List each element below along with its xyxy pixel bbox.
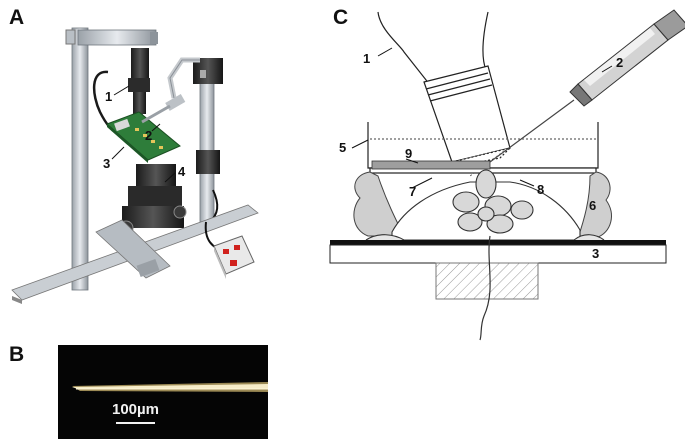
- horizontal-arm: [77, 29, 158, 46]
- panel-a-letter: A: [9, 6, 25, 29]
- panel-c-callout-9: 9: [405, 146, 413, 161]
- panel-c-callout-5: 5: [339, 140, 347, 155]
- panel-c-callout-3: 3: [592, 246, 600, 261]
- circuit-board: [106, 111, 181, 163]
- panel-c-callout-1: 1: [363, 51, 371, 66]
- base-rails: [11, 204, 259, 304]
- panel-c-callout-7: 7: [409, 184, 417, 199]
- xyz-stage: [118, 164, 187, 236]
- vertical-post: [65, 27, 89, 291]
- objective-lens: [377, 11, 512, 167]
- support-right: [577, 171, 612, 239]
- scale-bar-label: 100µm: [112, 401, 160, 418]
- panel-a-photo: [11, 27, 259, 304]
- support-left: [353, 171, 405, 237]
- controller-red-button: [223, 249, 229, 254]
- panel-c-callout-6: 6: [589, 198, 597, 213]
- controller-box: [204, 221, 255, 279]
- panel-a-callout-1: 1: [105, 89, 113, 104]
- base-plate: [329, 240, 667, 300]
- animal-cross-section: [365, 169, 605, 241]
- syringe: [469, 9, 685, 177]
- panel-b-letter: B: [9, 343, 25, 366]
- panel-a-callout-3: 3: [103, 156, 111, 171]
- controller-red-button: [230, 260, 237, 266]
- controller-red-button: [234, 245, 240, 250]
- panel-c-callout-2: 2: [616, 55, 624, 70]
- panel-c-letter: C: [333, 6, 349, 29]
- tail: [479, 235, 491, 341]
- panel-c-callout-8: 8: [537, 182, 545, 197]
- panel-a-callout-4: 4: [178, 164, 186, 179]
- coverslip: [371, 160, 491, 170]
- panel-a-callout-2: 2: [145, 128, 153, 143]
